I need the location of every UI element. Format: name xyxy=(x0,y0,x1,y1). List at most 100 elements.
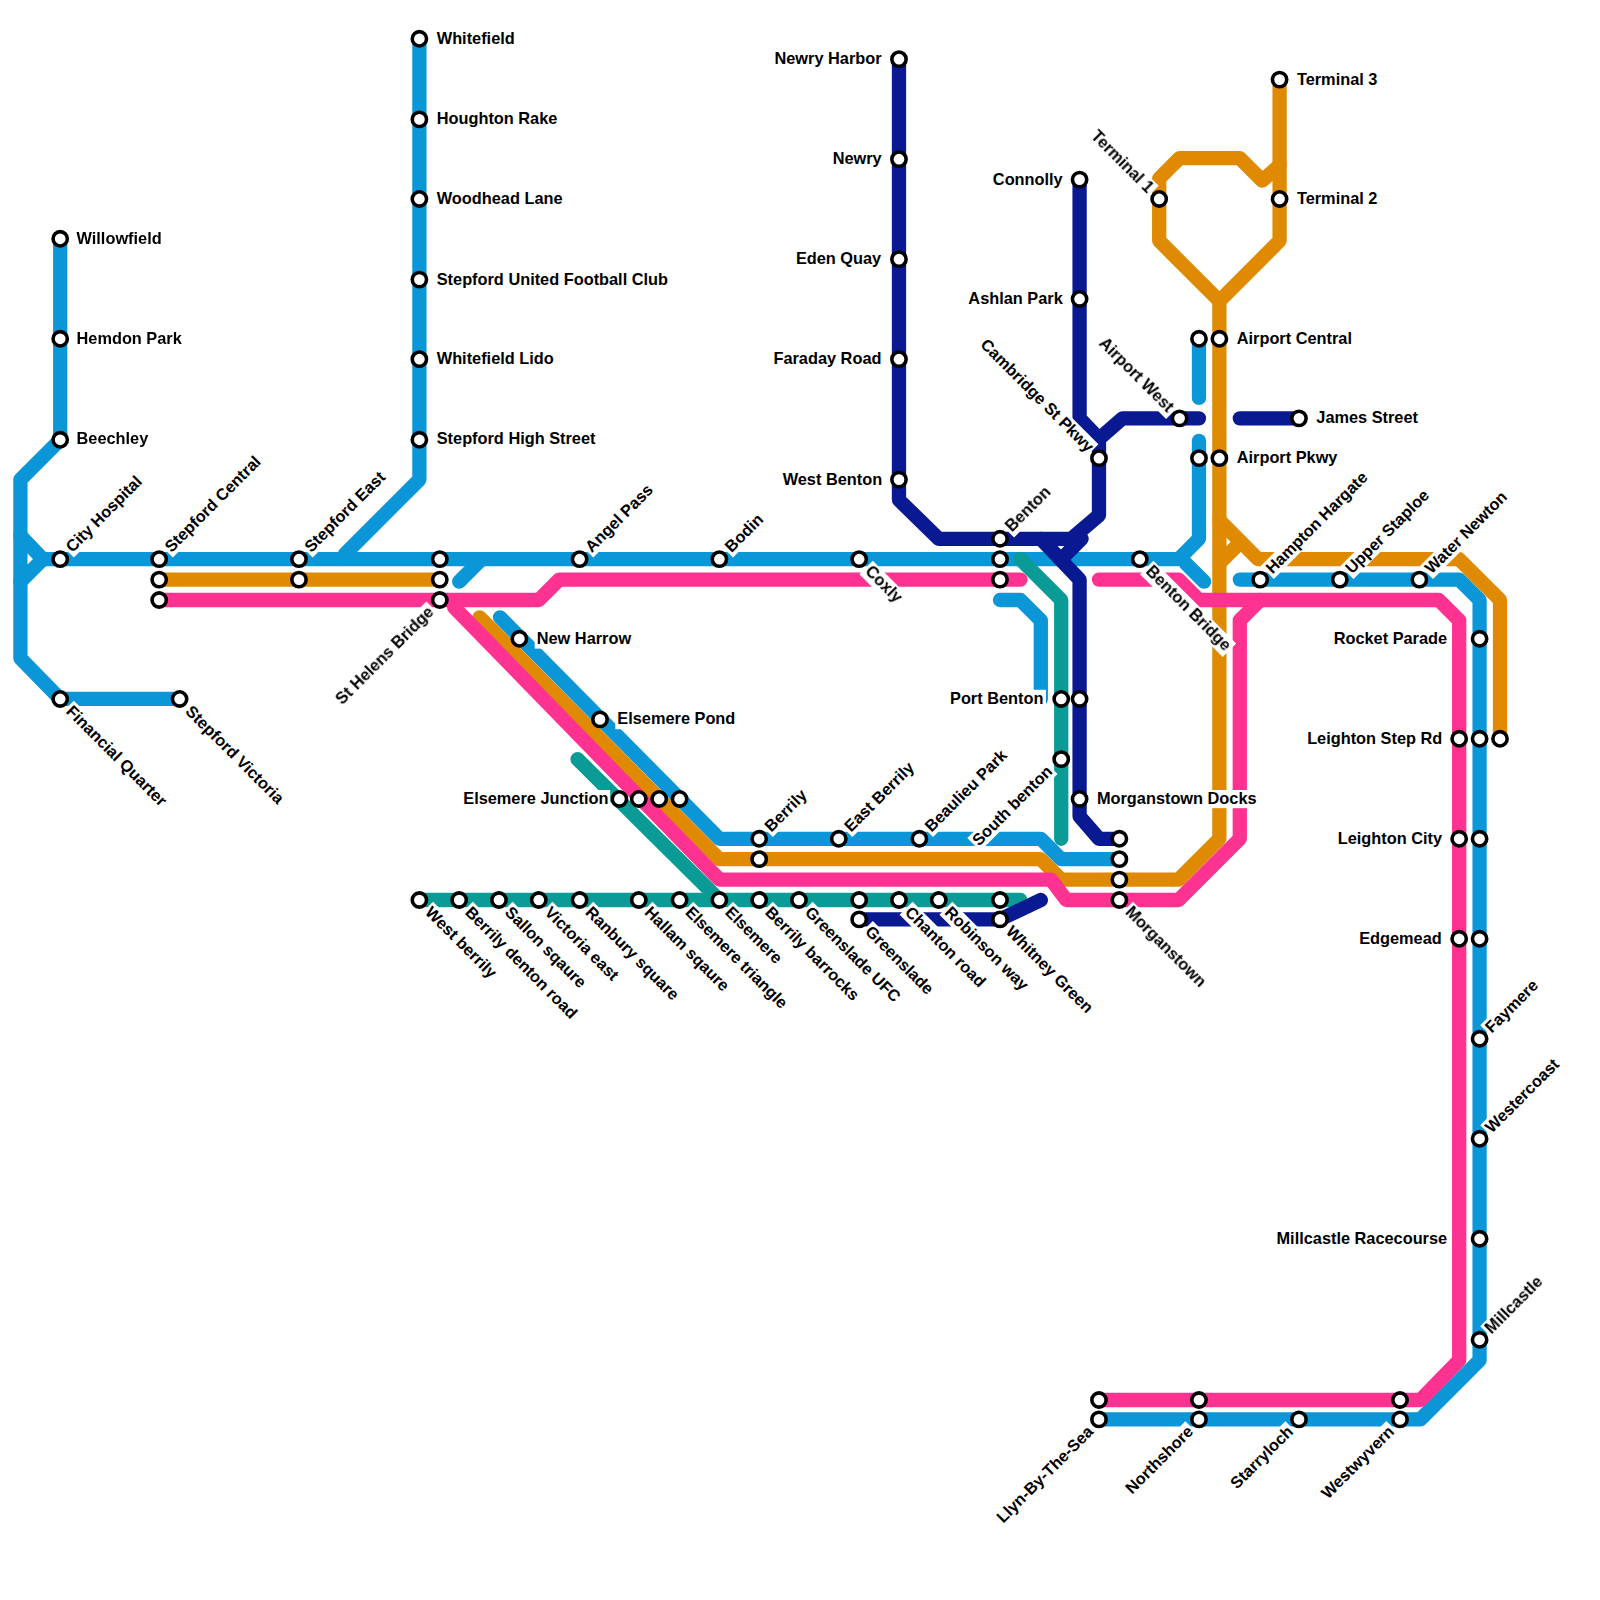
station-dot xyxy=(993,532,1007,546)
station-label: James Street xyxy=(1314,409,1420,427)
station-label: Bodin xyxy=(720,509,769,558)
station-label: Cambridge St Pkwy xyxy=(975,334,1099,458)
station-dot xyxy=(1333,572,1347,586)
station-dot xyxy=(1452,732,1466,746)
station-dot xyxy=(1112,832,1126,846)
station-dot xyxy=(912,832,926,846)
station-label: East Berrily xyxy=(839,757,919,837)
station-label: Starryloch xyxy=(1225,1421,1298,1494)
station-dot xyxy=(412,112,426,126)
station-dot xyxy=(1072,292,1086,306)
track xyxy=(20,239,179,699)
station-label: Leighton Step Rd xyxy=(1305,730,1444,748)
station-dot xyxy=(1272,72,1286,86)
station-label: Llyn-By-The-Sea xyxy=(992,1421,1099,1528)
station-dot xyxy=(1192,1393,1206,1407)
station-dot xyxy=(652,792,666,806)
track xyxy=(1221,543,1239,561)
station-label: Airport West xyxy=(1094,333,1179,418)
station-dot xyxy=(1452,932,1466,946)
station-dot xyxy=(292,572,306,586)
station-dot xyxy=(152,552,166,566)
station-dot xyxy=(752,832,766,846)
track xyxy=(454,600,1260,900)
station-dot xyxy=(412,272,426,286)
station-label: Terminal 1 xyxy=(1086,126,1159,199)
station-dot xyxy=(892,352,906,366)
station-dot xyxy=(1152,192,1166,206)
blue-line xyxy=(20,39,1479,1420)
station-dot xyxy=(412,893,426,907)
station-dot xyxy=(892,472,906,486)
station-dot xyxy=(53,332,67,346)
station-dot xyxy=(1192,332,1206,346)
station-label: Terminal 2 xyxy=(1295,190,1380,208)
station-dot xyxy=(1092,451,1106,465)
station-dot xyxy=(672,893,686,907)
station-dot xyxy=(1112,893,1126,907)
station-dot xyxy=(1472,732,1486,746)
station-label: Leighton City xyxy=(1336,830,1444,848)
station-label: Stepford United Football Club xyxy=(435,270,670,288)
station-dot xyxy=(433,572,447,586)
station-label: Westwyvern xyxy=(1316,1421,1399,1504)
track xyxy=(899,59,1199,539)
station-label: City Hospital xyxy=(61,471,147,557)
station-label: Eden Quay xyxy=(794,250,883,268)
station-dot xyxy=(292,552,306,566)
station-dot xyxy=(412,352,426,366)
station-dots xyxy=(53,32,1507,1427)
station-dot xyxy=(1393,1393,1407,1407)
station-dot xyxy=(612,792,626,806)
station-dot xyxy=(532,893,546,907)
station-dot xyxy=(852,552,866,566)
track xyxy=(1099,580,1459,1400)
station-label: Coxly xyxy=(860,561,907,608)
station-dot xyxy=(892,152,906,166)
station-label: Westercoast xyxy=(1480,1054,1564,1138)
station-dot xyxy=(1092,1393,1106,1407)
station-dot xyxy=(832,832,846,846)
station-dot xyxy=(452,893,466,907)
station-dot xyxy=(1452,832,1466,846)
station-dot xyxy=(1172,411,1186,425)
station-label: Rocket Parade xyxy=(1332,630,1450,648)
station-label: Northshore xyxy=(1120,1421,1198,1499)
station-dot xyxy=(172,692,186,706)
station-label: Millcastle xyxy=(1480,1271,1548,1339)
station-dot xyxy=(512,632,526,646)
station-dot xyxy=(712,552,726,566)
station-dot xyxy=(1112,872,1126,886)
station-dot xyxy=(433,552,447,566)
station-label: Faymere xyxy=(1480,975,1543,1038)
station-dot xyxy=(792,893,806,907)
station-dot xyxy=(892,252,906,266)
station-dot xyxy=(1072,792,1086,806)
station-dot xyxy=(433,593,447,607)
station-label: Benton xyxy=(1001,481,1057,537)
station-dot xyxy=(752,893,766,907)
track xyxy=(578,759,720,900)
station-label: Financial Quarter xyxy=(61,701,172,812)
station-dot xyxy=(1212,451,1226,465)
station-label: Elsemere Junction xyxy=(461,790,610,808)
station-dot xyxy=(1133,552,1147,566)
station-dot xyxy=(1393,1412,1407,1426)
station-dot xyxy=(152,572,166,586)
station-label: Edgemead xyxy=(1357,930,1444,948)
station-label: Whitefield xyxy=(435,30,517,48)
station-dot xyxy=(632,893,646,907)
station-label: St Helens Bridge xyxy=(331,602,439,710)
station-dot xyxy=(993,893,1007,907)
station-label: Water Newton xyxy=(1420,487,1512,579)
station-dot xyxy=(1472,1132,1486,1146)
station-label: Whitefield Lido xyxy=(435,350,556,368)
pink-line xyxy=(159,580,1459,1400)
station-dot xyxy=(1472,632,1486,646)
station-label: Woodhead Lane xyxy=(435,190,565,208)
station-dot xyxy=(1253,572,1267,586)
station-dot xyxy=(1054,752,1068,766)
track xyxy=(1099,580,1480,1420)
station-dot xyxy=(412,32,426,46)
station-dot xyxy=(1292,1412,1306,1426)
